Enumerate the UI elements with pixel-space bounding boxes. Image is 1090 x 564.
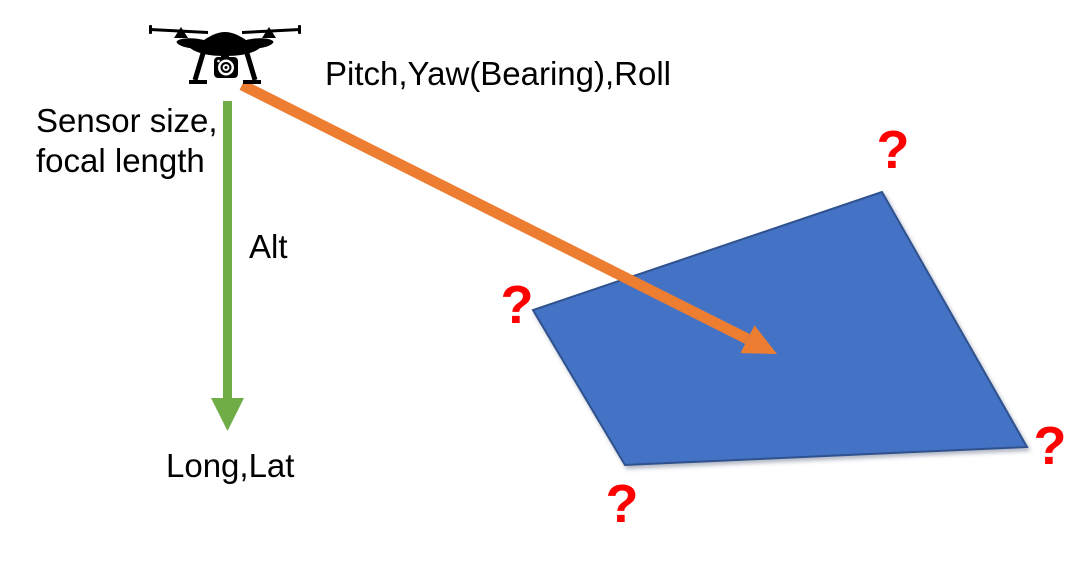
drone-camera (214, 53, 238, 78)
question-mark-left: ? (500, 274, 534, 335)
altitude-label: Alt (249, 228, 288, 265)
drone-body (176, 32, 274, 56)
orientation-arrow (239, 80, 777, 354)
position-label: Long,Lat (166, 447, 295, 484)
sensor-label-line1: Sensor size, (36, 102, 218, 139)
orientation-label: Pitch,Yaw(Bearing),Roll (325, 55, 672, 92)
drone-icon (149, 25, 301, 84)
question-mark-top: ? (876, 119, 910, 180)
question-mark-right: ? (1033, 415, 1067, 476)
question-mark-bottom: ? (605, 473, 639, 534)
footprint-polygon (531, 190, 1029, 467)
drone-propellers (149, 25, 301, 38)
sensor-label: Sensor size, focal length (36, 101, 218, 181)
drone-legs (189, 49, 261, 84)
altitude-arrow (211, 101, 244, 431)
sensor-label-line2: focal length (36, 142, 205, 179)
